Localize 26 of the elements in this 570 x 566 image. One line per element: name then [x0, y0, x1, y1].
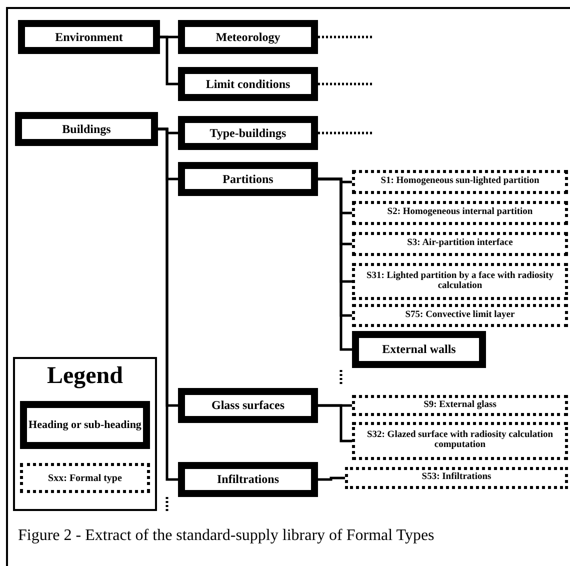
tree-connector [318, 404, 352, 442]
figure-caption: Figure 2 - Extract of the standard-supply library of Formal Types [18, 527, 434, 545]
legend-sample: Heading or sub-heading [20, 401, 150, 449]
heading-box: Infiltrations [178, 462, 318, 497]
heading-box: Partitions [178, 162, 318, 196]
tree-connector [318, 178, 352, 351]
heading-box: Buildings [15, 112, 158, 146]
heading-box: Glass surfaces [178, 388, 318, 423]
tree-connector [160, 36, 178, 86]
formal-type-box: S32: Glazed surface with radiosity calculation computation [352, 422, 568, 460]
heading-box: Environment [18, 20, 160, 54]
formal-type-box: S31: Lighted partition by a face with radiosity calculation [352, 263, 568, 300]
formal-type-box: S53: Infiltrations [345, 467, 568, 489]
formal-type-box: S9: External glass [352, 395, 568, 416]
tree-connector [318, 476, 345, 481]
heading-box: Type-buildings [178, 116, 318, 150]
formal-type-box: S75: Convective limit layer [352, 304, 568, 327]
heading-box: Limit conditions [178, 67, 318, 101]
heading-box: External walls [352, 331, 486, 368]
formal-type-box: S2: Homogeneous internal partition [352, 201, 568, 225]
formal-type-box: S1: Homogeneous sun-lighted partition [352, 170, 568, 194]
tree-connector [158, 128, 178, 481]
formal-type-box: S3: Air-partition interface [352, 232, 568, 256]
heading-box: Meteorology [178, 20, 318, 54]
legend-sample: Sxx: Formal type [20, 463, 150, 493]
legend-title: Legend [46, 363, 124, 390]
